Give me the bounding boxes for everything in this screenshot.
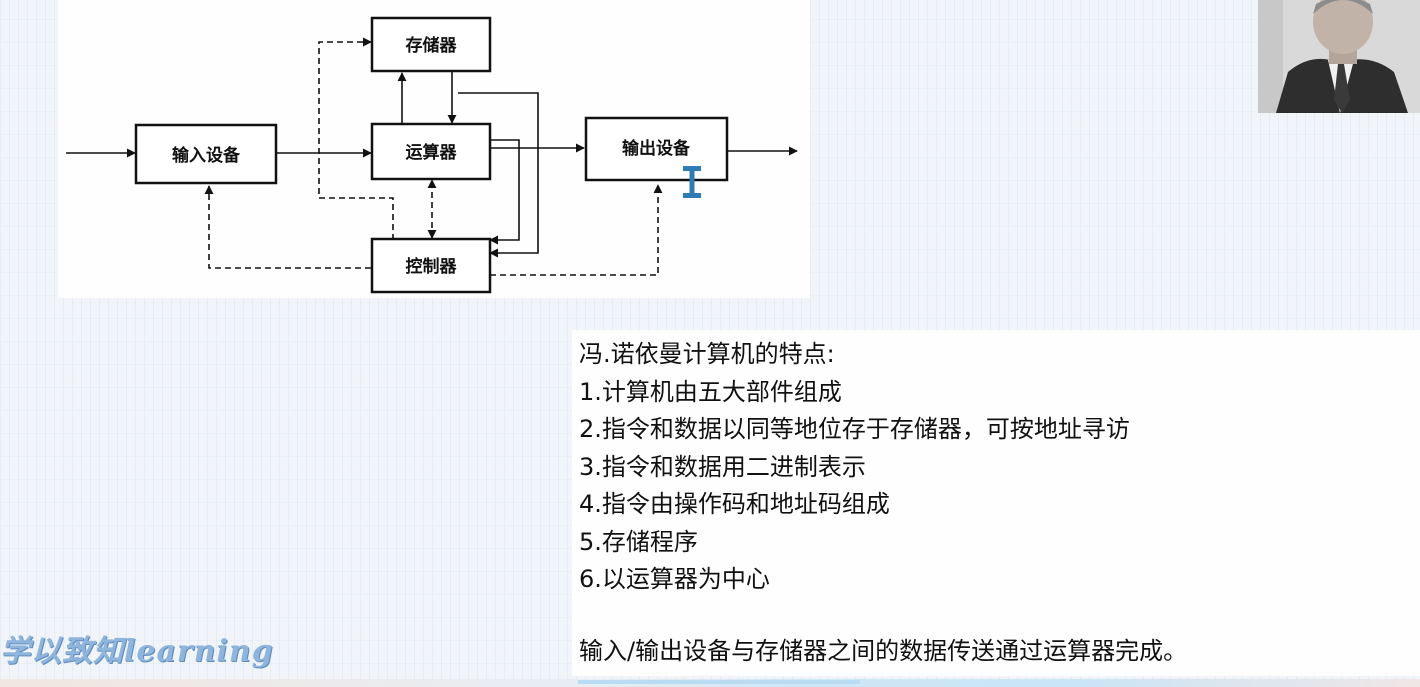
bottom-accent <box>578 680 860 684</box>
feature-item: 6.以运算器为中心 <box>579 561 1130 599</box>
node-memory-label: 存储器 <box>406 35 458 56</box>
node-input-label: 输入设备 <box>172 145 241 166</box>
portrait-photo <box>1258 0 1420 113</box>
summary-text: 输入/输出设备与存储器之间的数据传送通过运算器完成。 <box>579 634 1187 668</box>
node-memory: 存储器 <box>372 18 490 71</box>
i-beam-cursor-icon <box>682 165 702 203</box>
controller-output-dashed <box>490 185 658 275</box>
node-alu: 运算器 <box>372 124 490 179</box>
node-controller: 控制器 <box>372 239 490 292</box>
feature-item: 2.指令和数据以同等地位存于存储器，可按地址寻访 <box>579 411 1130 449</box>
watermark-logo: 学以致知learning <box>0 626 274 670</box>
controller-input-dashed <box>209 186 371 268</box>
feature-item: 4.指令由操作码和地址码组成 <box>579 486 1130 524</box>
node-input: 输入设备 <box>136 125 276 183</box>
feature-item: 5.存储程序 <box>579 524 1130 562</box>
features-title: 冯.诺依曼计算机的特点: <box>579 336 1130 374</box>
node-controller-label: 控制器 <box>406 256 458 277</box>
feature-item: 1.计算机由五大部件组成 <box>579 374 1130 412</box>
alu-to-controller-line <box>490 140 519 240</box>
node-output-label: 输出设备 <box>622 138 691 159</box>
node-output: 输出设备 <box>586 118 727 180</box>
feature-item: 3.指令和数据用二进制表示 <box>579 449 1130 487</box>
node-alu-label: 运算器 <box>406 142 458 163</box>
features-block: 冯.诺依曼计算机的特点: 1.计算机由五大部件组成 2.指令和数据以同等地位存于… <box>579 336 1130 599</box>
